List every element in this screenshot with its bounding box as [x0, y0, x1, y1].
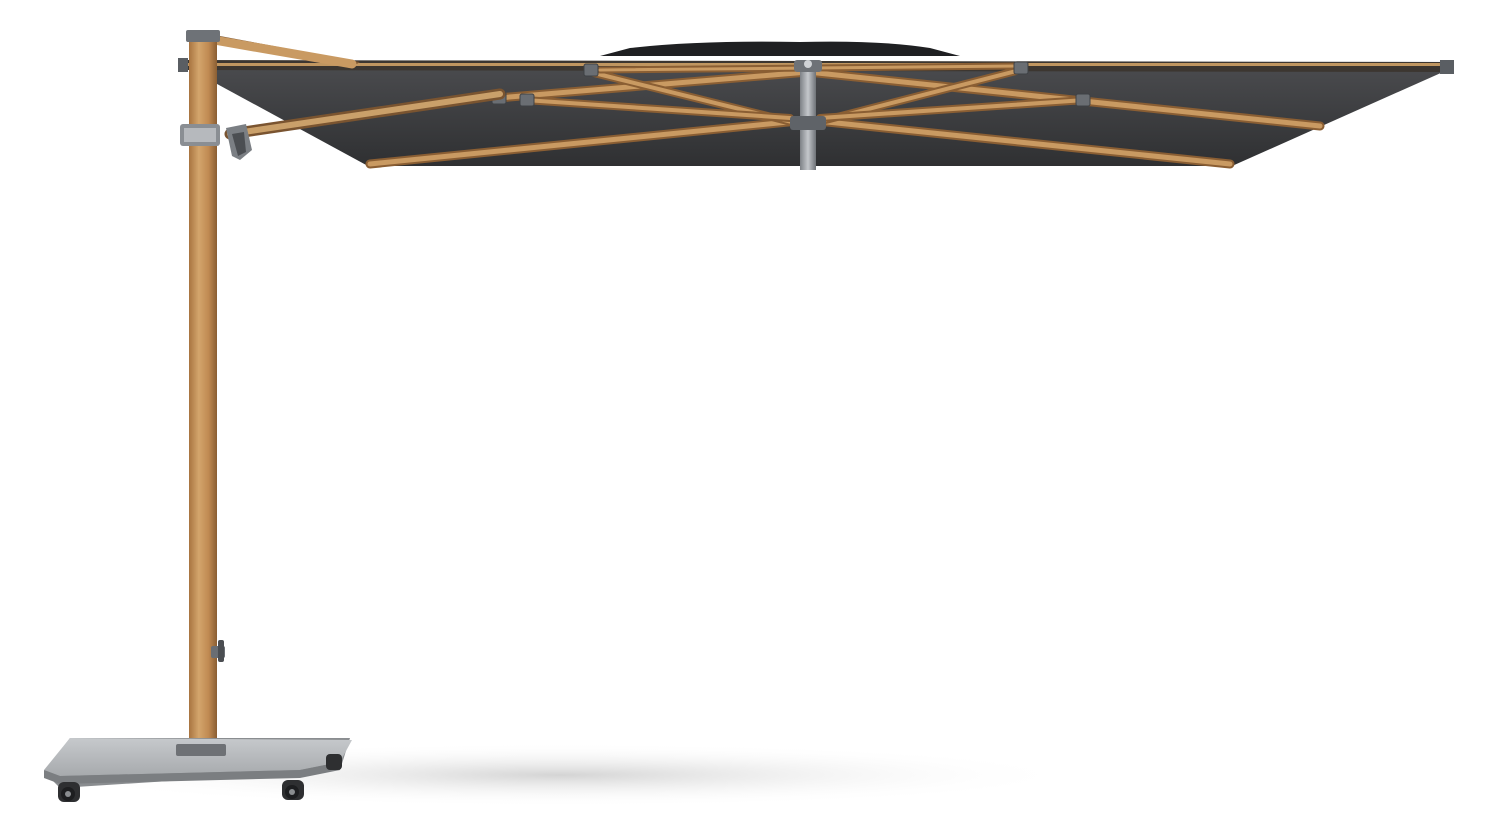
frame-end-cap-left [178, 58, 188, 72]
central-hub [790, 60, 826, 170]
canopy-top [600, 41, 960, 56]
base-wheels [58, 754, 342, 802]
mast-top-cap [186, 30, 220, 42]
frame-end-cap-right [1440, 60, 1454, 74]
base-plate [44, 738, 352, 788]
mast-clamp [180, 124, 252, 160]
mast [189, 36, 217, 750]
cantilever-arm [209, 35, 506, 140]
